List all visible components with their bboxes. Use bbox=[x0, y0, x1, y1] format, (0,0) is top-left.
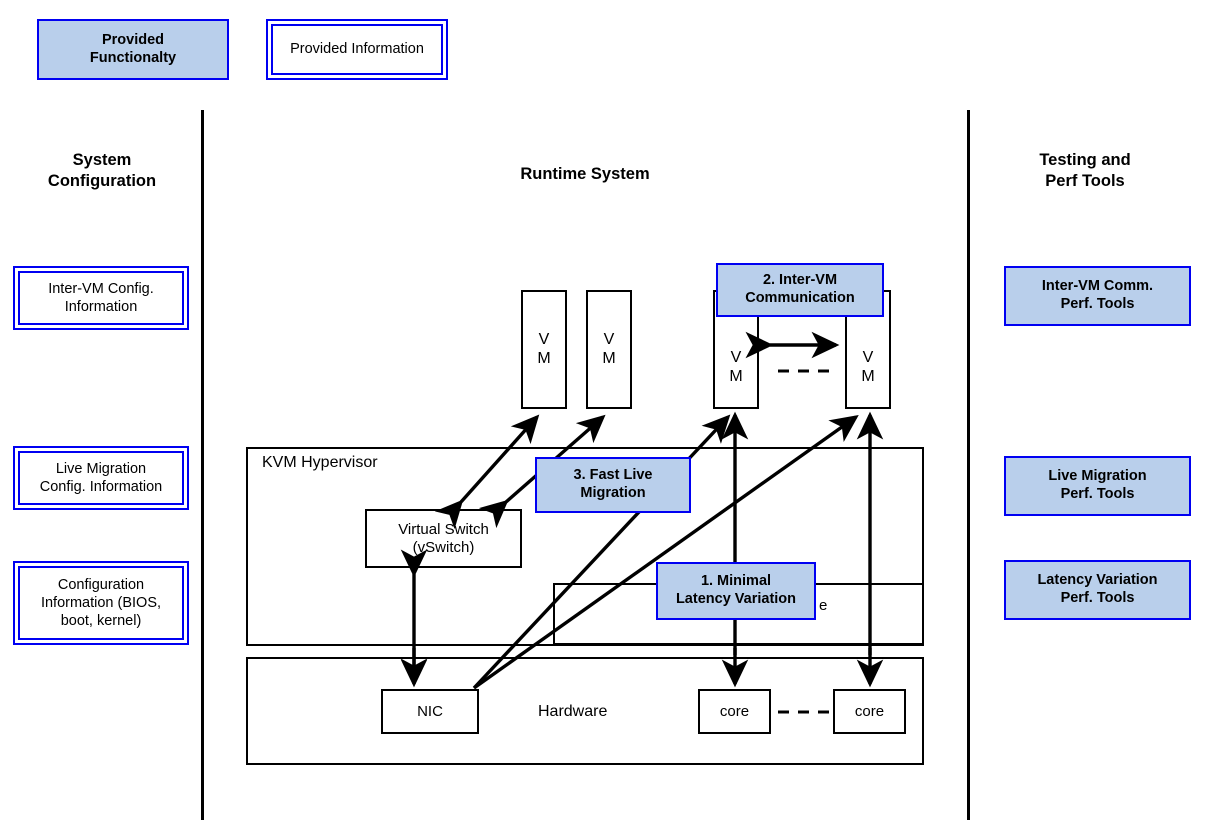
divider-left bbox=[201, 110, 204, 820]
left-item-0-line2: Information bbox=[64, 299, 138, 315]
nic-label: NIC bbox=[417, 702, 443, 720]
left-item-0-line1: Inter-VM Config. bbox=[48, 280, 154, 297]
divider-right bbox=[967, 110, 970, 820]
core-box-0: core bbox=[698, 689, 771, 734]
vm-box-0: V M bbox=[521, 290, 567, 409]
callout-1-line1: 3. Fast Live bbox=[573, 467, 653, 484]
right-item-1-line2: Perf. Tools bbox=[1060, 486, 1135, 502]
hypervisor-inner-box-partial-label: e bbox=[819, 597, 828, 614]
right-item-0-line1: Inter-VM Comm. bbox=[1041, 278, 1154, 295]
right-item-live-migration-tools: Live Migration Perf. Tools bbox=[1004, 456, 1191, 516]
kvm-hypervisor-label: KVM Hypervisor bbox=[262, 454, 378, 471]
center-column-title: Runtime System bbox=[430, 164, 740, 185]
left-title-line1: System bbox=[72, 151, 132, 169]
vm-2-line1: V bbox=[730, 349, 742, 367]
left-item-2-line1: Configuration bbox=[57, 576, 145, 593]
callout-minimal-latency-variation: 1. Minimal Latency Variation bbox=[656, 562, 816, 620]
callout-2-line2: Latency Variation bbox=[675, 591, 797, 607]
legend-functionality-line2: Functionalty bbox=[89, 49, 177, 66]
legend-functionality-line1: Provided bbox=[101, 31, 165, 48]
right-item-2-line1: Latency Variation bbox=[1037, 572, 1158, 589]
virtual-switch-box: Virtual Switch (vSwitch) bbox=[365, 509, 522, 568]
left-item-1-line1: Live Migration bbox=[55, 460, 147, 477]
vswitch-line1: Virtual Switch bbox=[398, 520, 489, 538]
vm-0-line1: V bbox=[538, 331, 550, 349]
left-item-live-migration-config: Live Migration Config. Information bbox=[13, 446, 189, 510]
right-item-latency-variation-tools: Latency Variation Perf. Tools bbox=[1004, 560, 1191, 620]
nic-box: NIC bbox=[381, 689, 479, 734]
left-item-configuration-information: Configuration Information (BIOS, boot, k… bbox=[13, 561, 189, 645]
core-box-1: core bbox=[833, 689, 906, 734]
vm-2-line2: M bbox=[729, 367, 743, 385]
vswitch-line2: (vSwitch) bbox=[412, 538, 475, 556]
right-item-2-line2: Perf. Tools bbox=[1060, 590, 1135, 606]
left-item-2-line3: boot, kernel) bbox=[60, 613, 142, 630]
right-item-1-line1: Live Migration bbox=[1048, 468, 1147, 485]
callout-1-line2: Migration bbox=[580, 485, 646, 501]
left-item-2-line2: Information (BIOS, bbox=[40, 594, 162, 611]
left-title-line2: Configuration bbox=[47, 172, 157, 191]
legend-provided-information: Provided Information bbox=[266, 19, 448, 80]
core-1-label: core bbox=[854, 702, 885, 720]
right-title-line2: Perf Tools bbox=[1045, 172, 1125, 191]
callout-fast-live-migration: 3. Fast Live Migration bbox=[535, 457, 691, 513]
left-item-inter-vm-config: Inter-VM Config. Information bbox=[13, 266, 189, 330]
callout-0-line2: Communication bbox=[745, 290, 855, 306]
vm-0-line2: M bbox=[537, 349, 551, 367]
right-item-inter-vm-comm-tools: Inter-VM Comm. Perf. Tools bbox=[1004, 266, 1191, 326]
vm-3-line1: V bbox=[862, 349, 874, 367]
callout-0-line1: 2. Inter-VM bbox=[762, 272, 838, 289]
legend-provided-functionality: Provided Functionalty bbox=[37, 19, 229, 80]
callout-2-line1: 1. Minimal bbox=[700, 573, 772, 590]
left-item-1-line2: Config. Information bbox=[39, 479, 163, 495]
right-column-title: Testing and Perf Tools bbox=[985, 150, 1185, 193]
runtime-system-label: Runtime System bbox=[520, 165, 650, 183]
hardware-label: Hardware bbox=[538, 703, 608, 720]
right-title-line1: Testing and bbox=[1039, 151, 1131, 169]
vm-3-line2: M bbox=[861, 367, 875, 385]
core-0-label: core bbox=[719, 702, 750, 720]
callout-inter-vm-communication: 2. Inter-VM Communication bbox=[716, 263, 884, 317]
right-item-0-line2: Perf. Tools bbox=[1060, 296, 1135, 312]
left-column-title: System Configuration bbox=[12, 150, 192, 193]
vm-box-1: V M bbox=[586, 290, 632, 409]
vm-1-line1: V bbox=[603, 331, 615, 349]
legend-information-label: Provided Information bbox=[290, 41, 424, 58]
vm-1-line2: M bbox=[602, 349, 616, 367]
